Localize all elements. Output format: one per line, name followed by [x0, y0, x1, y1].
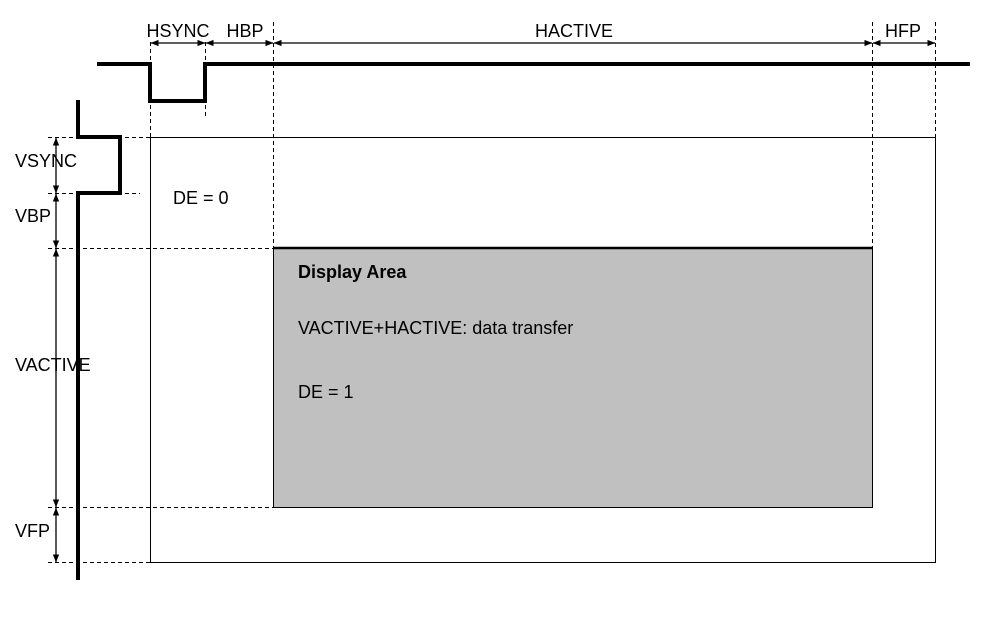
- hactive-label: HACTIVE: [535, 21, 613, 41]
- hsync-label: HSYNC: [146, 21, 209, 41]
- de-one-label: DE = 1: [298, 382, 354, 402]
- hsync-waveform: [97, 62, 970, 103]
- total-frame-rect: [150, 137, 936, 563]
- vsync-waveform: [76, 100, 122, 580]
- vsync-label: VSYNC: [15, 151, 77, 171]
- display-area-title: Display Area: [298, 262, 407, 282]
- vactive-label: VACTIVE: [15, 355, 91, 375]
- horizontal-guide-lines: [48, 137, 273, 563]
- display-area-rect: [273, 248, 873, 508]
- de-zero-label: DE = 0: [173, 188, 229, 208]
- hbp-label: HBP: [226, 21, 263, 41]
- hfp-label: HFP: [885, 21, 921, 41]
- vfp-label: VFP: [15, 521, 50, 541]
- vertical-guide-lines: [150, 22, 936, 248]
- vbp-label: VBP: [15, 206, 51, 226]
- display-area-description: VACTIVE+HACTIVE: data transfer: [298, 318, 573, 338]
